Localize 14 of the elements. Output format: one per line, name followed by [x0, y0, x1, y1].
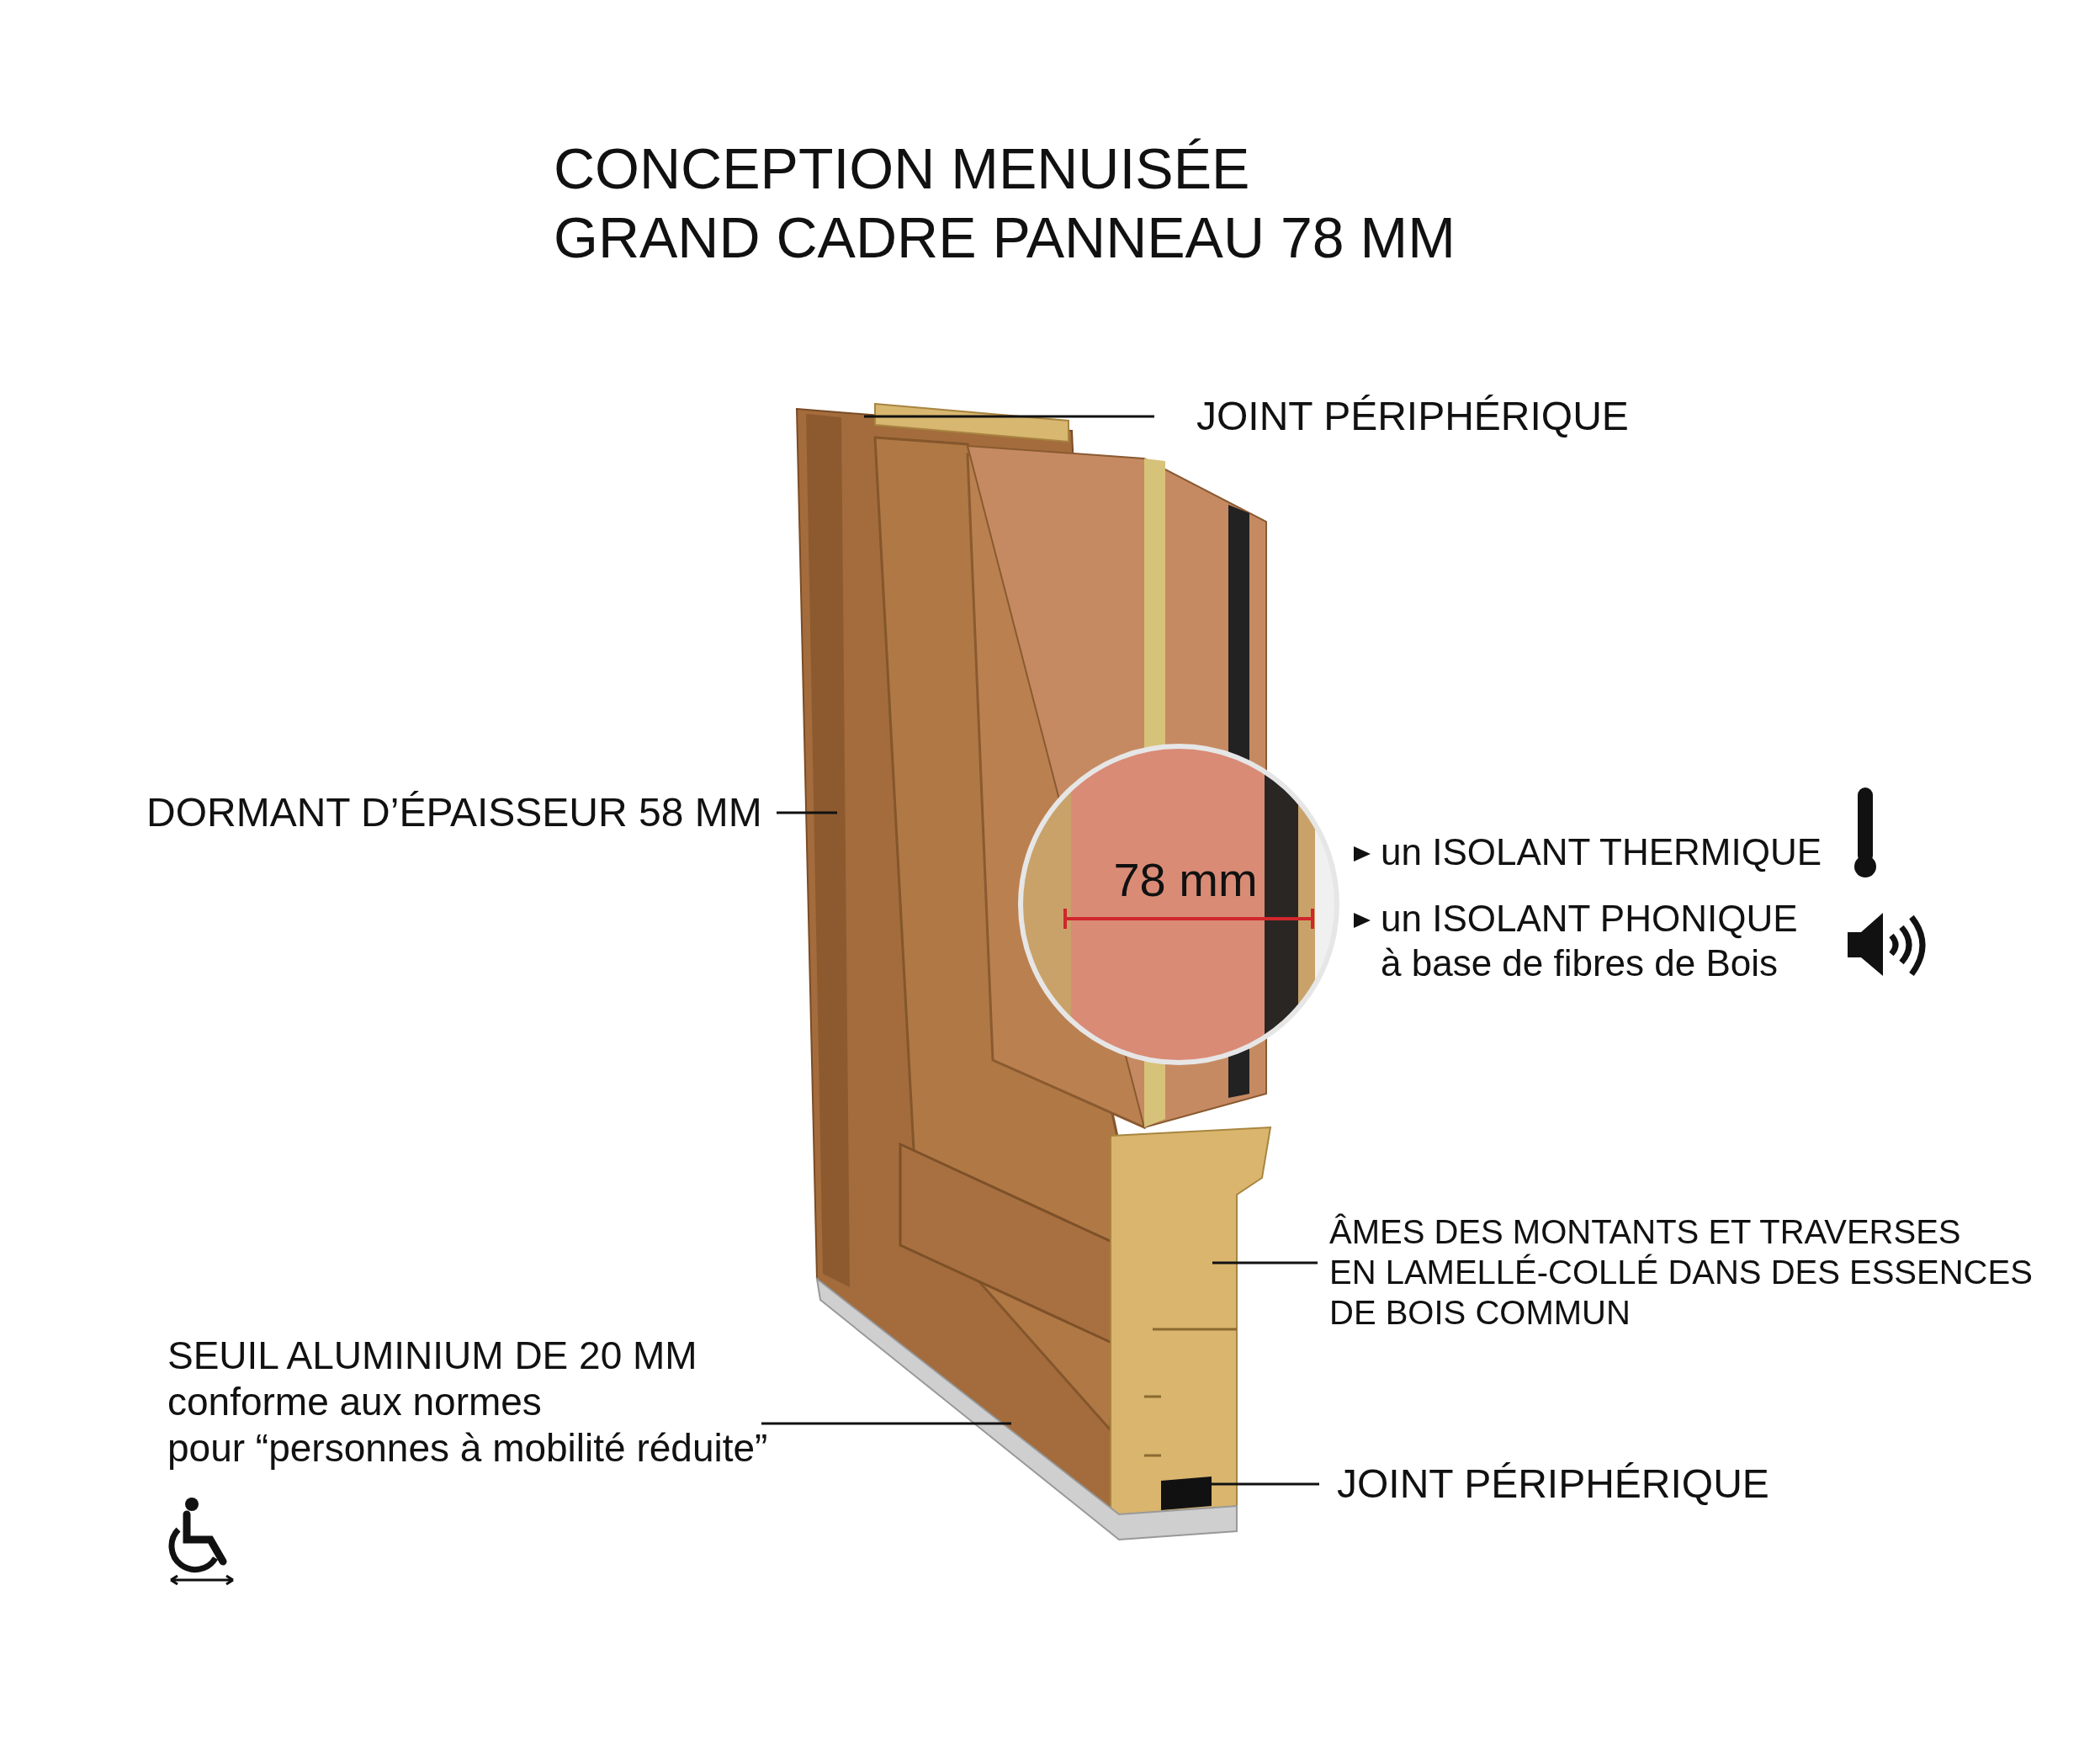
callout-note: conforme aux normes pour “personnes à mobilité réduite”: [167, 1379, 768, 1472]
callout-label: JOINT PÉRIPHÉRIQUE: [1337, 1461, 1769, 1508]
leader-line: [864, 415, 1154, 418]
dimension-label: 78 mm: [1113, 856, 1258, 904]
leader-line: [1212, 1261, 1318, 1264]
feature-text: un ISOLANT PHONIQUE à base de fibres de Bois: [1381, 897, 1798, 985]
callout-label: DORMANT D’ÉPAISSEUR 58 MM: [146, 789, 762, 836]
callout-label: SEUIL ALUMINIUM DE 20 MM: [167, 1333, 698, 1379]
leader-line: [777, 811, 837, 814]
callout-label: JOINT PÉRIPHÉRIQUE: [1196, 393, 1629, 440]
leader-line: [761, 1422, 1011, 1425]
feature-text: un ISOLANT THERMIQUE: [1381, 830, 1822, 874]
title: CONCEPTION MENUISÉE GRAND CADRE PANNEAU 78 MM: [554, 135, 1456, 271]
callout-label: ÂMES DES MONTANTS ET TRAVERSES EN LAMELLÉ-COLLÉ DANS DES ESSENCES DE BOIS COMMUN: [1329, 1212, 2033, 1333]
